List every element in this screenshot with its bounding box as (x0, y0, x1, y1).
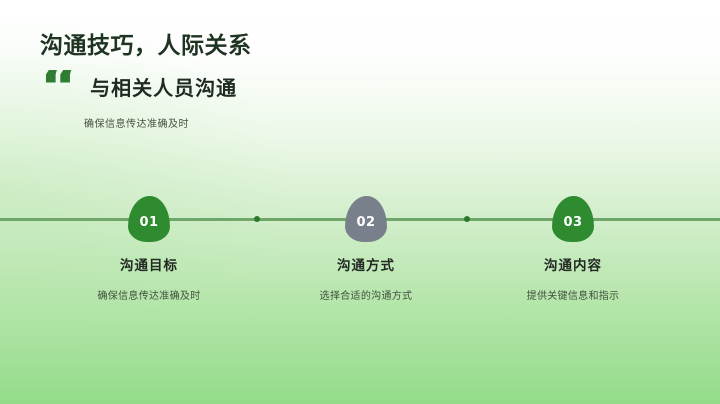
milestone-label: 沟通方式 (337, 258, 395, 274)
milestone-label: 沟通内容 (544, 258, 602, 274)
milestone-number: 02 (356, 214, 376, 230)
milestone-description: 确保信息传达准确及时 (97, 291, 201, 302)
slide-title: 沟通技巧，人际关系 (40, 33, 252, 59)
milestone-node-shape: 03 (552, 196, 594, 242)
milestone-node-shape: 01 (128, 196, 170, 242)
timeline-milestone-1: 01 沟通目标 确保信息传达准确及时 (59, 196, 239, 302)
quote-subtext: 确保信息传达准确及时 (84, 119, 189, 130)
double-quote-icon: “ (40, 70, 74, 98)
timeline-milestone-2: 02 沟通方式 选择合适的沟通方式 (276, 196, 456, 302)
milestone-label: 沟通目标 (120, 258, 178, 274)
milestone-description: 选择合适的沟通方式 (319, 291, 413, 302)
quote-block: “ 与相关人员沟通 (40, 70, 252, 101)
milestone-description: 提供关键信息和指示 (526, 291, 620, 302)
milestone-number: 01 (139, 214, 159, 230)
timeline-milestone-3: 03 沟通内容 提供关键信息和指示 (483, 196, 663, 302)
timeline-separator-dot (254, 216, 260, 222)
milestone-number: 03 (563, 214, 583, 230)
slide-header: 沟通技巧，人际关系 “ 与相关人员沟通 确保信息传达准确及时 (40, 26, 252, 130)
quote-heading: 与相关人员沟通 (90, 76, 238, 100)
milestone-node-shape: 02 (345, 196, 387, 242)
timeline-separator-dot (464, 216, 470, 222)
